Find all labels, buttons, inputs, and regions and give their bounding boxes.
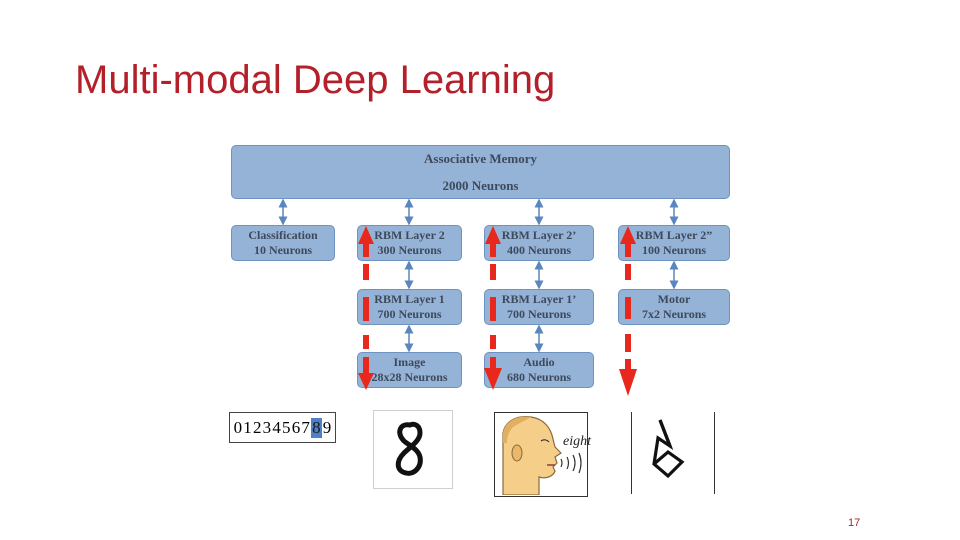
rbm-layer-1-box: RBM Layer 1 700 Neurons <box>357 289 462 325</box>
slide-title: Multi-modal Deep Learning <box>75 58 556 102</box>
rbm-layer-1-neurons: 700 Neurons <box>377 307 442 321</box>
handwritten-eight-glyph <box>395 421 423 476</box>
red-arrow-up-image <box>358 226 374 390</box>
handwritten-eight-image <box>373 410 453 489</box>
rbm-layer-2-prime-neurons: 400 Neurons <box>506 243 572 257</box>
red-arrow-up-audio <box>484 226 502 390</box>
image-neurons: 28x28 Neurons <box>371 370 448 384</box>
face-icon <box>502 416 582 496</box>
associative-memory-box: Associative Memory 2000 Neurons <box>231 145 730 199</box>
rbm-layer-2-double-prime-box: RBM Layer 2” 100 Neurons <box>618 225 730 261</box>
audio-word-label: eight <box>563 434 591 449</box>
classification-label: Classification <box>248 228 318 242</box>
digit-4: 4 <box>272 417 281 437</box>
digit-6: 6 <box>291 417 301 437</box>
rbm-layer-1-label: RBM Layer 1 <box>374 292 445 306</box>
audio-neurons: 680 Neurons <box>506 370 572 384</box>
classification-box: Classification 10 Neurons <box>231 225 335 261</box>
digit-7: 7 <box>301 417 310 437</box>
rbm-layer-2-neurons: 300 Neurons <box>377 243 442 257</box>
rbm-layer-1-prime-label: RBM Layer 1’ <box>501 292 577 306</box>
digit-9: 9 <box>322 417 332 437</box>
motor-trajectory-image <box>631 412 715 494</box>
image-box: Image 28x28 Neurons <box>357 352 462 388</box>
audio-label: Audio <box>523 355 555 369</box>
digit-strip: 0 1 2 3 4 5 6 7 8 9 <box>229 412 336 443</box>
speaking-face-image <box>494 412 588 497</box>
digit-0: 0 <box>233 417 243 437</box>
digit-3: 3 <box>262 417 272 437</box>
rbm-layer-2-prime-box: RBM Layer 2’ 400 Neurons <box>484 225 594 261</box>
red-arrow-down-motor <box>619 226 637 396</box>
associative-memory-label: Associative Memory <box>424 151 537 166</box>
motor-trajectory-glyph <box>652 419 685 479</box>
rbm-layer-1-prime-box: RBM Layer 1’ 700 Neurons <box>484 289 594 325</box>
rbm-layer-2-double-prime-neurons: 100 Neurons <box>641 243 707 257</box>
motor-box: Motor 7x2 Neurons <box>618 289 730 325</box>
image-label: Image <box>393 355 426 369</box>
page-number: 17 <box>848 517 861 529</box>
motor-neurons: 7x2 Neurons <box>641 307 707 321</box>
rbm-layer-2-prime-label: RBM Layer 2’ <box>501 228 577 242</box>
digit-8-selected: 8 <box>311 417 322 438</box>
classification-neurons: 10 Neurons <box>253 243 313 257</box>
digit-5: 5 <box>282 417 291 437</box>
associative-memory-neurons: 2000 Neurons <box>442 178 519 193</box>
rbm-layer-2-double-prime-label: RBM Layer 2” <box>635 228 713 242</box>
digit-1: 1 <box>243 417 252 437</box>
rbm-layer-2-label: RBM Layer 2 <box>374 228 445 242</box>
rbm-layer-2-box: RBM Layer 2 300 Neurons <box>357 225 462 261</box>
motor-label: Motor <box>657 292 691 306</box>
audio-box: Audio 680 Neurons <box>484 352 594 388</box>
digit-2: 2 <box>252 417 262 437</box>
rbm-layer-1-prime-neurons: 700 Neurons <box>506 307 572 321</box>
